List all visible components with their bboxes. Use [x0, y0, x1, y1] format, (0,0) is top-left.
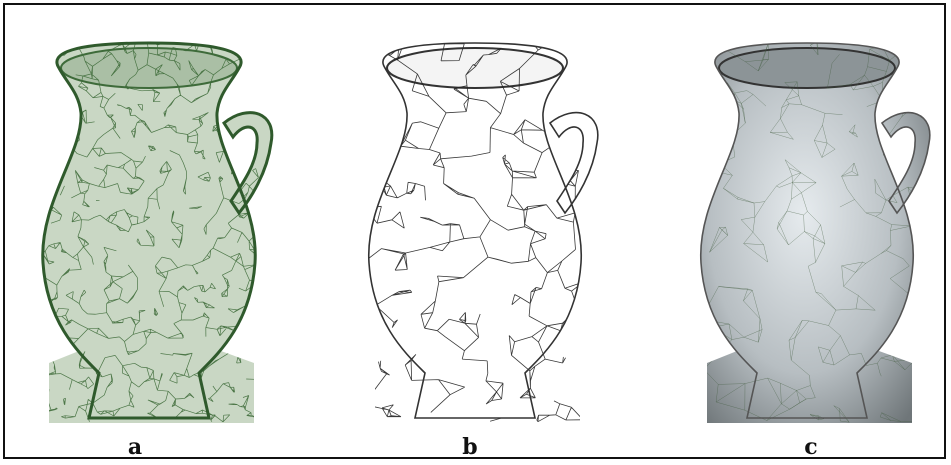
vase-mouth — [718, 47, 896, 89]
figure-frame: a b c — [3, 3, 946, 460]
vase-sparse-wireframe — [345, 13, 605, 431]
vase-outline — [41, 41, 274, 420]
vase-shaded-surface — [677, 13, 937, 431]
vase-c-group — [700, 42, 931, 423]
vase-c-svg — [700, 42, 931, 423]
vase-mouth — [386, 47, 564, 89]
vase-outline — [700, 42, 931, 419]
vase-outline — [368, 42, 599, 419]
caption-c: c — [804, 434, 818, 460]
caption-a: a — [127, 434, 143, 460]
vase-a-svg — [41, 41, 274, 423]
caption-b: b — [462, 434, 478, 460]
vase-a-group — [41, 41, 274, 423]
vase-b-svg — [368, 42, 599, 423]
vase-b-group — [368, 42, 599, 423]
vase-fill — [700, 43, 930, 423]
vase-fill — [368, 43, 598, 423]
vase-dense-wireframe — [19, 13, 279, 431]
